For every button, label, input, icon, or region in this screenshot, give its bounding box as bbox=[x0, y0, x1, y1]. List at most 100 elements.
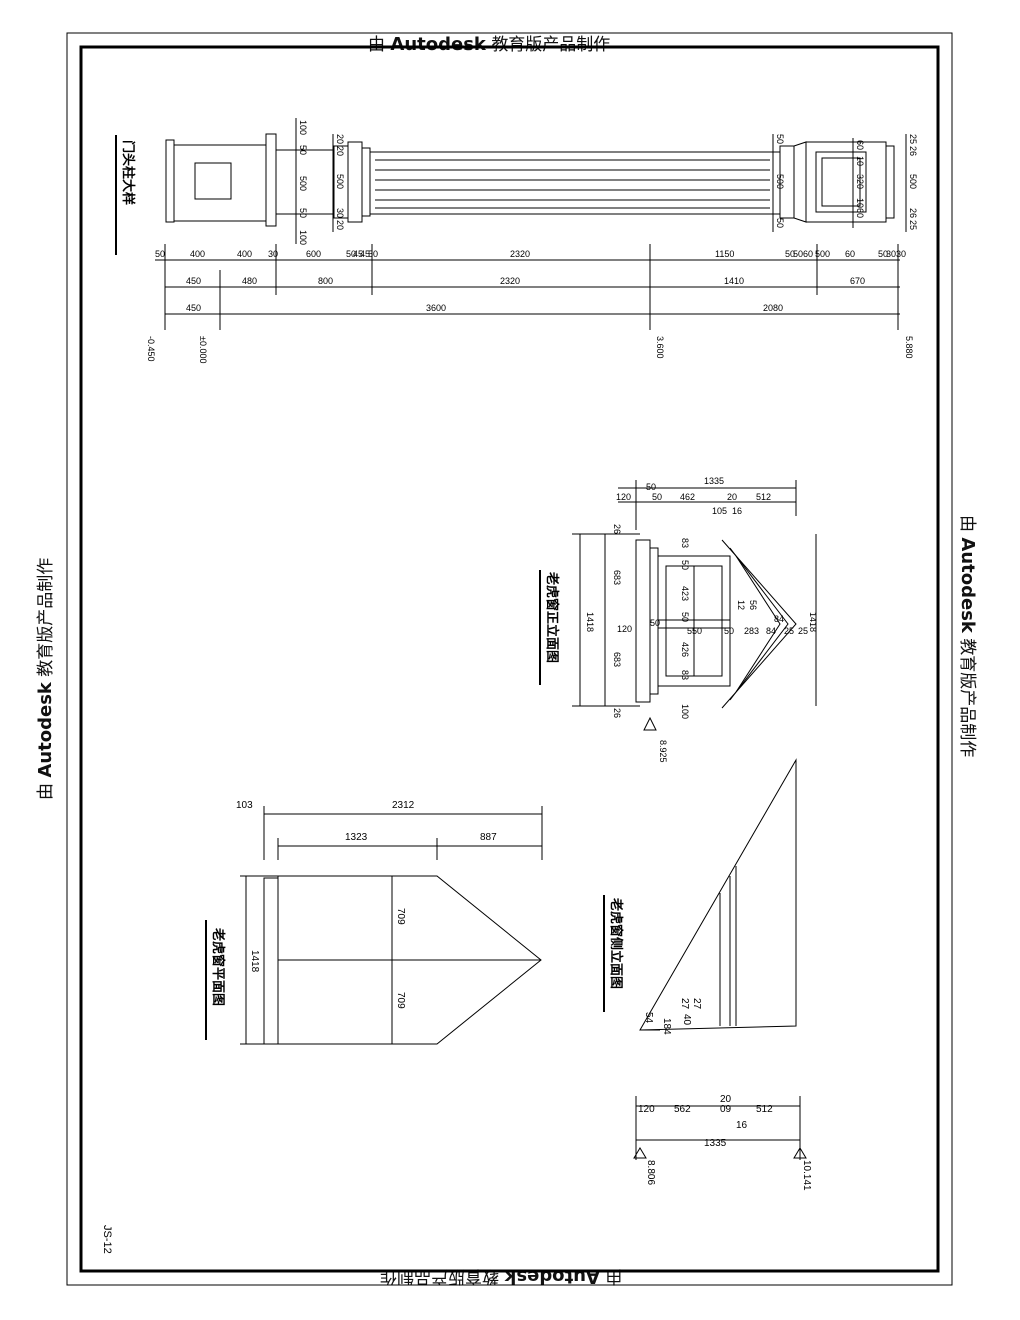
front-left-dim: 120 bbox=[617, 624, 632, 634]
side-level-label: 8.806 bbox=[645, 1160, 656, 1185]
column-detail-view: 门头柱大样 100 50 500 50 100 bbox=[115, 118, 918, 330]
front-title-text: 老虎窗正立面图 bbox=[545, 571, 560, 663]
column-dim-row1: 60 bbox=[845, 249, 855, 259]
plan-top-dim: 2312 bbox=[392, 800, 415, 811]
column-level-label: ±0.000 bbox=[198, 336, 208, 363]
front-top-dim: 120 bbox=[616, 492, 631, 502]
front-roof-dim: 25 bbox=[798, 626, 808, 636]
column-dim-row1: 60 bbox=[803, 249, 813, 259]
front-inner-dim: 50 bbox=[680, 560, 690, 570]
front-inner-dim: 50 bbox=[680, 612, 690, 622]
svg-text:500: 500 bbox=[298, 176, 308, 191]
svg-text:50: 50 bbox=[775, 218, 785, 228]
front-top-dim: 105 bbox=[712, 506, 727, 516]
side-small-dim: 184 bbox=[661, 1018, 672, 1035]
column-dim-row1: 1150 bbox=[715, 249, 734, 259]
front-top-dim: 16 bbox=[732, 506, 742, 516]
column-title: 门头柱大样 bbox=[115, 135, 136, 255]
plan-view: 老虎窗平面图 bbox=[205, 806, 543, 1045]
column-level-label: 5.880 bbox=[904, 336, 914, 359]
side-bottom-dim: 120 bbox=[638, 1104, 655, 1115]
front-inner-dim: 83 bbox=[680, 670, 690, 680]
front-left-dim: 1418 bbox=[585, 612, 595, 632]
front-elevation-view: 老虎窗正立面图 bbox=[539, 480, 817, 731]
side-small-dim: 27 bbox=[679, 998, 690, 1010]
svg-text:60: 60 bbox=[855, 208, 865, 218]
front-roof-dim: 56 bbox=[748, 600, 758, 610]
column-dim-row2: 480 bbox=[242, 276, 257, 286]
column-dim-row1: 30 bbox=[268, 249, 278, 259]
front-top-dim: 50 bbox=[646, 482, 656, 492]
side-title: 老虎窗侧立面图 bbox=[603, 895, 624, 1012]
column-dim-row1: 30 bbox=[896, 249, 906, 259]
front-top-dim: 50 bbox=[652, 492, 662, 502]
front-roof-dim: 12 bbox=[736, 600, 746, 610]
front-roof-dim: 84 bbox=[766, 626, 776, 636]
column-dim-row1: 50 bbox=[368, 249, 378, 259]
column-level-label: -0.450 bbox=[146, 336, 156, 362]
column-dim-row1: 400 bbox=[237, 249, 252, 259]
front-inner-dim: 83 bbox=[680, 538, 690, 548]
svg-text:30: 30 bbox=[335, 208, 345, 218]
column-dim-row3: 2080 bbox=[763, 303, 783, 313]
outer-border bbox=[66, 32, 953, 1286]
column-dim-row2: 1410 bbox=[724, 276, 744, 286]
svg-text:25: 25 bbox=[908, 134, 918, 144]
column-dim-row1: 50 bbox=[155, 249, 165, 259]
front-inner-dim: 50 bbox=[650, 618, 660, 628]
column-dim-row1: 400 bbox=[190, 249, 205, 259]
side-small-dim: 40 bbox=[681, 1014, 692, 1026]
svg-text:20: 20 bbox=[335, 134, 345, 144]
svg-text:500: 500 bbox=[335, 174, 345, 189]
svg-text:26: 26 bbox=[908, 146, 918, 156]
svg-text:500: 500 bbox=[775, 174, 785, 189]
svg-text:100: 100 bbox=[298, 230, 308, 245]
watermark-top: 由 Autodesk 教育版产品制作 bbox=[368, 34, 611, 55]
plan-top-dim: 1323 bbox=[345, 832, 368, 843]
column-dim-row1: 2320 bbox=[510, 249, 530, 259]
front-inner-dim: 426 bbox=[680, 642, 690, 657]
front-inner-dim: 50 bbox=[724, 626, 734, 636]
svg-text:50: 50 bbox=[775, 134, 785, 144]
front-left-dim: 683 bbox=[612, 652, 622, 667]
column-dim-row1: 50 bbox=[785, 249, 795, 259]
svg-text:100: 100 bbox=[298, 120, 308, 135]
column-dim-row2: 2320 bbox=[500, 276, 520, 286]
front-roof-dim: 84 bbox=[774, 614, 784, 624]
front-left-dim: 683 bbox=[612, 570, 622, 585]
side-bottom-dim: 562 bbox=[674, 1104, 691, 1115]
front-left-dim: 26 bbox=[612, 524, 622, 534]
svg-text:20: 20 bbox=[335, 220, 345, 230]
plan-inner-dim: 709 bbox=[395, 908, 406, 925]
front-inner-dim: 550 bbox=[687, 626, 702, 636]
side-title-text: 老虎窗侧立面图 bbox=[609, 897, 624, 989]
side-span-dim: 1335 bbox=[704, 1138, 727, 1149]
front-left-dim: 26 bbox=[612, 708, 622, 718]
front-level-label: 8.925 bbox=[658, 740, 668, 763]
plan-title: 老虎窗平面图 bbox=[205, 920, 226, 1040]
column-dim-row2: 800 bbox=[318, 276, 333, 286]
front-roof-dim: 25 bbox=[784, 626, 794, 636]
svg-text:25: 25 bbox=[908, 220, 918, 230]
column-level-label: 3.600 bbox=[655, 336, 665, 359]
front-inner-dim: 423 bbox=[680, 586, 690, 601]
side-small-dim: 54 bbox=[643, 1012, 654, 1024]
svg-text:60: 60 bbox=[855, 140, 865, 150]
side-bottom-dim: 09 bbox=[720, 1104, 732, 1115]
column-dim-row1: 500 bbox=[815, 249, 830, 259]
front-inner-dim: 100 bbox=[680, 704, 690, 719]
svg-text:50: 50 bbox=[298, 145, 308, 155]
front-top-dim: 462 bbox=[680, 492, 695, 502]
front-top-dim: 1335 bbox=[704, 476, 724, 486]
svg-text:10: 10 bbox=[855, 156, 865, 166]
side-bottom-dim: 20 bbox=[720, 1094, 732, 1105]
front-title: 老虎窗正立面图 bbox=[539, 570, 560, 685]
column-dim-row3: 3600 bbox=[426, 303, 446, 313]
svg-text:320: 320 bbox=[855, 174, 865, 189]
front-inner-dim: 283 bbox=[744, 626, 759, 636]
